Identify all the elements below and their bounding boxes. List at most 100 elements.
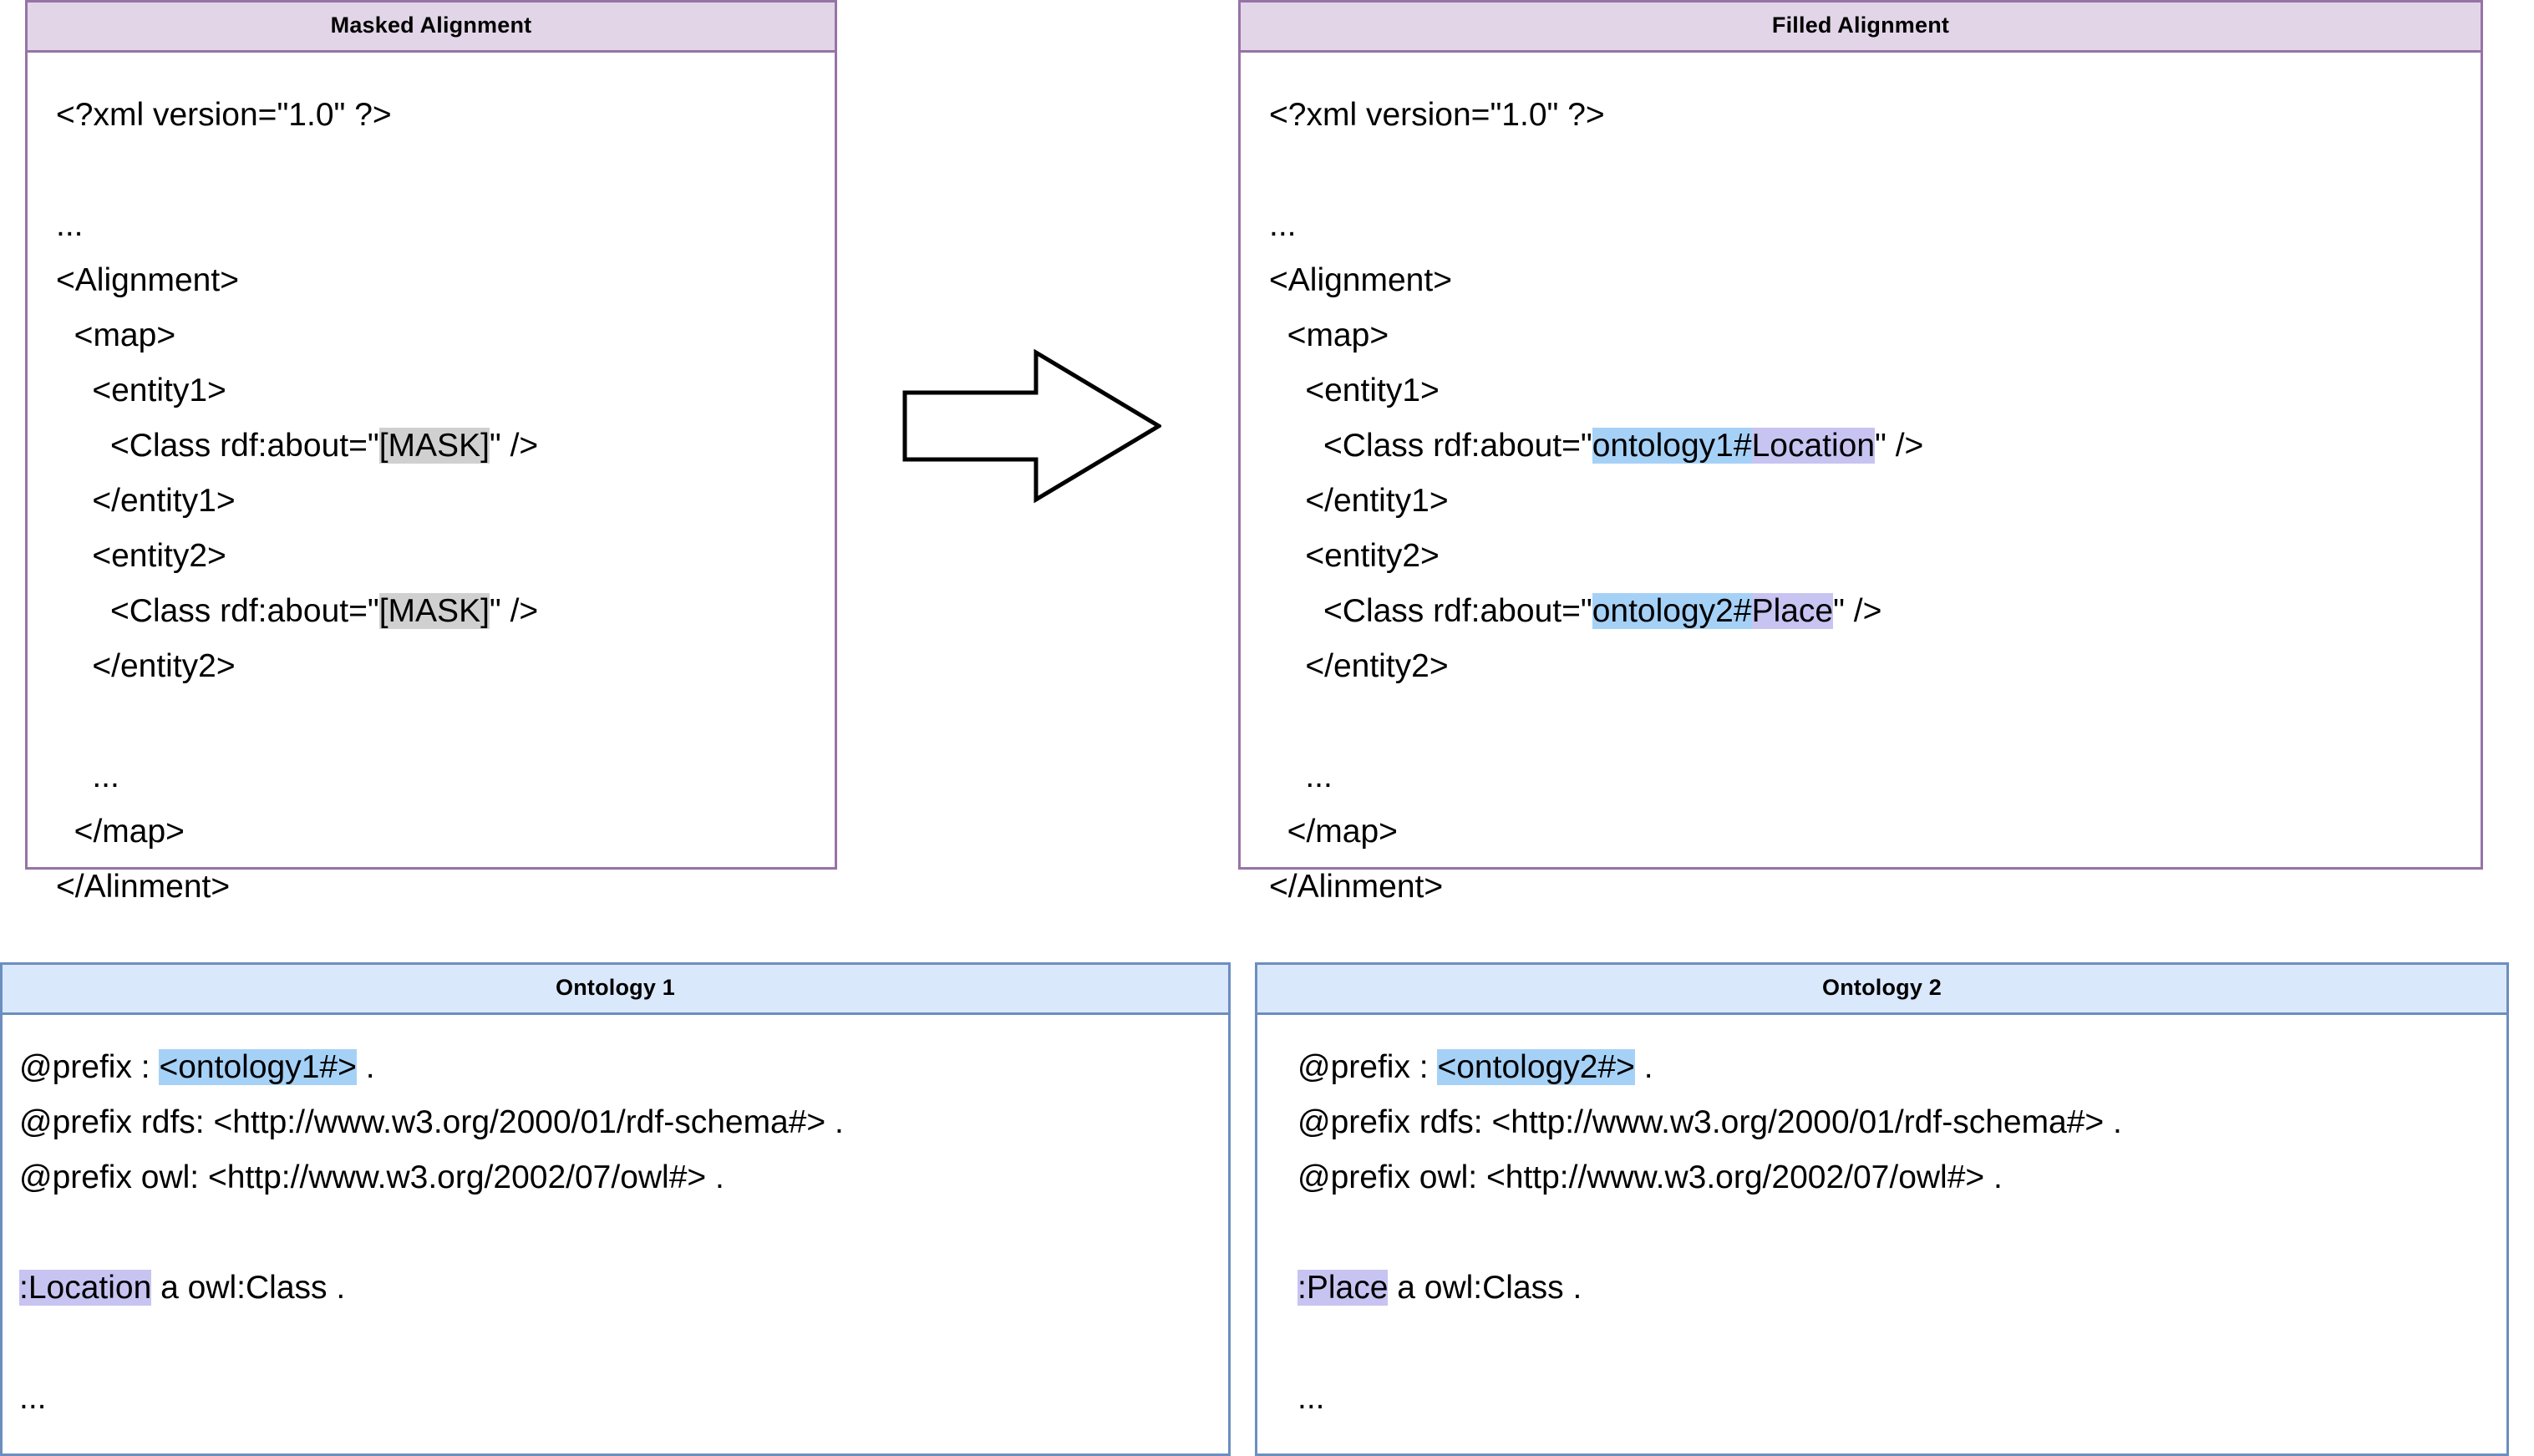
code-text: @prefix rdfs: <http://www.w3.org/2000/01… (1297, 1104, 2122, 1140)
code-indent (1269, 538, 1305, 574)
code-text: ... (19, 1380, 47, 1416)
code-line: </entity1> (56, 474, 835, 529)
code-line: ... (1297, 1371, 2506, 1426)
code-text: ... (1305, 758, 1333, 794)
code-line: ... (56, 749, 835, 804)
code-text: </entity1> (92, 483, 236, 519)
code-line (56, 694, 835, 749)
code-indent (1269, 648, 1305, 684)
code-highlight: ontology1# (1592, 428, 1752, 464)
code-highlight: Location (1751, 428, 1876, 464)
code-line: </entity2> (56, 639, 835, 694)
code-indent (56, 317, 74, 353)
code-text: ... (1297, 1380, 1325, 1416)
code-text: <map> (74, 317, 176, 353)
ontology2-title: Ontology 2 (1257, 965, 2506, 1015)
code-text: </entity2> (92, 648, 236, 684)
code-highlight: ontology2# (1592, 593, 1752, 629)
code-line: <map> (56, 308, 835, 363)
code-line: </Alinment> (1269, 860, 2481, 915)
code-indent (1269, 758, 1305, 794)
ontology2-panel: Ontology 2 @prefix : <ontology2#> .@pref… (1255, 962, 2509, 1456)
code-highlight: :Location (19, 1270, 152, 1306)
right-arrow-icon (902, 347, 1161, 505)
code-text: @prefix : (19, 1049, 160, 1085)
code-line: @prefix owl: <http://www.w3.org/2002/07/… (1297, 1150, 2506, 1205)
code-line (1297, 1205, 2506, 1261)
code-line: <Class rdf:about="[MASK]" /> (56, 419, 835, 474)
code-text: </map> (1287, 814, 1398, 850)
code-line: <entity1> (56, 363, 835, 419)
code-text: " /> (489, 428, 539, 464)
filled-alignment-code: <?xml version="1.0" ?>... <Alignment> <ma… (1241, 53, 2481, 915)
code-line: ... (19, 1371, 1228, 1426)
code-line: <?xml version="1.0" ?> (1269, 88, 2481, 143)
ontology2-code: @prefix : <ontology2#> . @prefix rdfs: <h… (1257, 1015, 2506, 1426)
code-text: a owl:Class . (1388, 1270, 1582, 1306)
code-line: </entity2> (1269, 639, 2481, 694)
code-indent (56, 648, 92, 684)
code-line: @prefix rdfs: <http://www.w3.org/2000/01… (19, 1095, 1228, 1150)
masked-alignment-title: Masked Alignment (28, 3, 835, 53)
code-text: <?xml version="1.0" ?> (56, 97, 392, 133)
code-indent (56, 758, 92, 794)
code-text: ... (92, 758, 119, 794)
code-line (19, 1316, 1228, 1371)
code-text: ... (1269, 207, 1297, 243)
code-text: @prefix owl: <http://www.w3.org/2002/07/… (1297, 1159, 2003, 1195)
code-text: @prefix rdfs: <http://www.w3.org/2000/01… (19, 1104, 844, 1140)
code-line: @prefix : <ontology1#> . (19, 1040, 1228, 1095)
code-line: </Alinment> (56, 860, 835, 915)
filled-alignment-panel: Filled Alignment <?xml version="1.0" ?>.… (1238, 0, 2483, 905)
code-highlight: <ontology1#> (159, 1049, 357, 1085)
code-highlight: [MASK] (378, 428, 490, 464)
code-text: @prefix owl: <http://www.w3.org/2002/07/… (19, 1159, 724, 1195)
code-line: </map> (1269, 804, 2481, 860)
code-text: <Class rdf:about=" (1323, 593, 1592, 629)
code-line: </map> (56, 804, 835, 860)
code-indent (56, 373, 92, 408)
code-line: <entity1> (1269, 363, 2481, 419)
code-indent (1269, 317, 1287, 353)
code-text: <Class rdf:about=" (1323, 428, 1592, 464)
code-line: <Class rdf:about="ontology1#Location" /> (1269, 419, 2481, 474)
code-highlight: Place (1751, 593, 1834, 629)
code-line: <Class rdf:about="[MASK]" /> (56, 584, 835, 639)
code-indent (56, 428, 110, 464)
code-line: @prefix : <ontology2#> . (1297, 1040, 2506, 1095)
code-line: </entity1> (1269, 474, 2481, 529)
code-line: <Alignment> (1269, 253, 2481, 308)
code-text: <Class rdf:about=" (110, 428, 379, 464)
code-line (1269, 143, 2481, 198)
code-line (19, 1205, 1228, 1261)
code-text: <?xml version="1.0" ?> (1269, 97, 1605, 133)
code-indent (1269, 814, 1287, 850)
filled-alignment-title: Filled Alignment (1241, 3, 2481, 53)
code-indent (1269, 593, 1323, 629)
code-line: :Place a owl:Class . (1297, 1261, 2506, 1316)
code-text: </entity2> (1305, 648, 1449, 684)
code-text: <Alignment> (56, 262, 239, 298)
code-line: ... (1269, 749, 2481, 804)
ontology1-code: @prefix : <ontology1#> . @prefix rdfs: <h… (3, 1015, 1228, 1426)
code-text: . (1634, 1049, 1653, 1085)
masked-alignment-panel: Masked Alignment <?xml version="1.0" ?>.… (25, 0, 837, 905)
code-highlight: [MASK] (378, 593, 490, 629)
code-line: ... (56, 198, 835, 253)
code-line: <?xml version="1.0" ?> (56, 88, 835, 143)
masked-alignment-code: <?xml version="1.0" ?>... <Alignment> <ma… (28, 53, 835, 915)
code-line (56, 143, 835, 198)
ontology1-title: Ontology 1 (3, 965, 1228, 1015)
code-line: ... (1269, 198, 2481, 253)
code-text: . (356, 1049, 375, 1085)
code-line: <Alignment> (56, 253, 835, 308)
code-text: </map> (74, 814, 185, 850)
code-highlight: :Place (1297, 1270, 1389, 1306)
code-indent (1269, 428, 1323, 464)
code-text: </entity1> (1305, 483, 1449, 519)
code-line: :Location a owl:Class . (19, 1261, 1228, 1316)
code-line (1269, 694, 2481, 749)
code-indent (1269, 373, 1305, 408)
code-line: <map> (1269, 308, 2481, 363)
code-text: <entity1> (1305, 373, 1440, 408)
